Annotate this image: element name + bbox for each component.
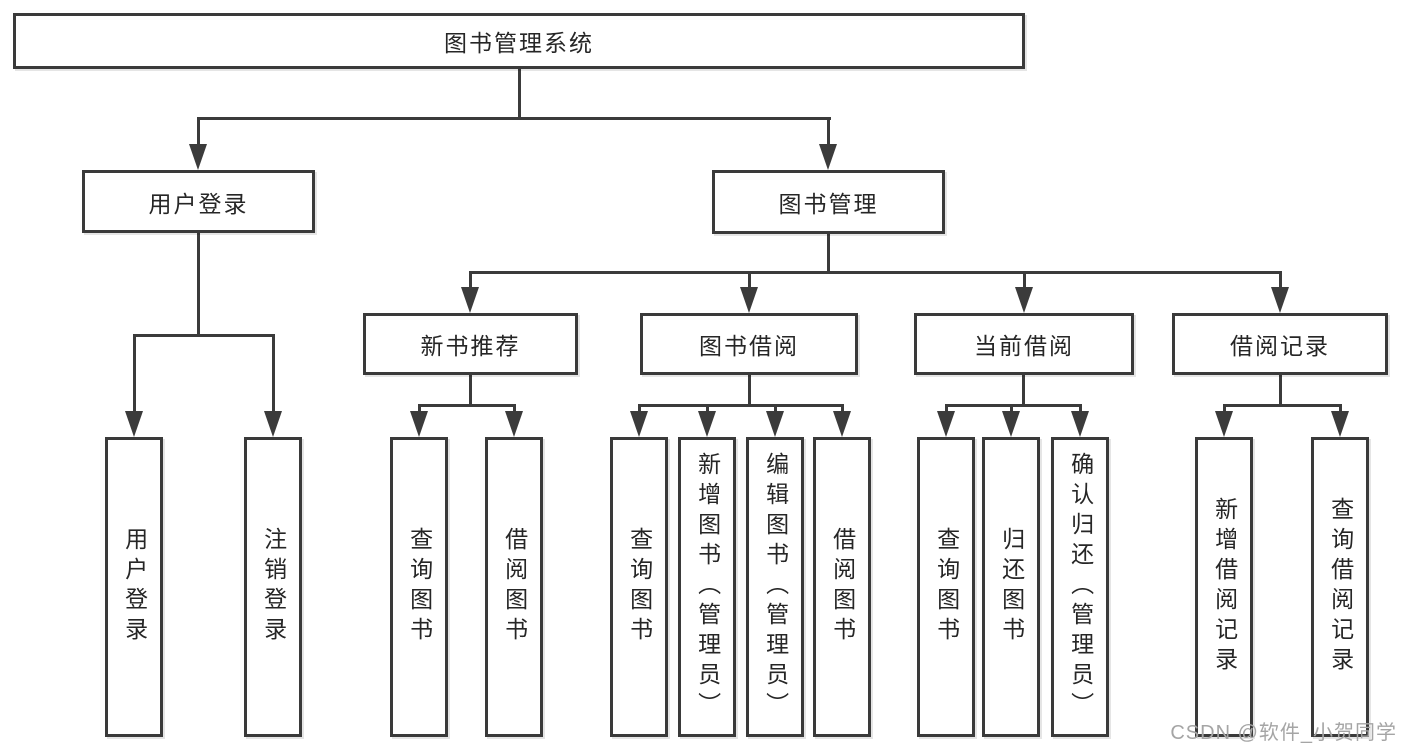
leaf-borrow-book-a: 借阅图书 [485,437,543,737]
connector-line [133,334,275,337]
leaf-user-login: 用户登录 [105,437,163,737]
connector-line [469,271,472,291]
leaf-borrow-book-b: 借阅图书 [813,437,871,737]
connector-line [272,334,275,414]
leaf-label: 查询图书 [933,527,960,647]
arrow-down-icon [833,411,851,437]
connector-line [1279,271,1282,291]
connector-line [418,404,516,407]
connector-line [748,375,751,407]
leaf-query-borrow-record: 查询借阅记录 [1311,437,1369,737]
leaf-query-book-c: 查询图书 [917,437,975,737]
connector-line [1339,404,1342,414]
node-current-borrow: 当前借阅 [914,313,1134,375]
arrow-down-icon [630,411,648,437]
arrow-down-icon [937,411,955,437]
arrow-down-icon [264,411,282,437]
connector-line [1279,375,1282,407]
connector-line [774,404,777,414]
arrow-down-icon [1002,411,1020,437]
node-book-borrow: 图书借阅 [640,313,858,375]
leaf-label: 编辑图书（管理员） [762,452,789,722]
arrow-down-icon [1215,411,1233,437]
connector-line [841,404,844,414]
arrow-down-icon [766,411,784,437]
connector-line [706,404,709,414]
arrow-down-icon [1331,411,1349,437]
connector-line [1022,375,1025,407]
node-book-management: 图书管理 [712,170,945,234]
connector-line [513,404,516,414]
arrow-down-icon [505,411,523,437]
leaf-label: 查询借阅记录 [1327,497,1354,677]
connector-line [638,404,641,414]
connector-line [1023,271,1026,291]
connector-line [518,69,521,118]
arrow-down-icon [189,144,207,170]
leaf-add-book-admin: 新增图书（管理员） [678,437,736,737]
leaf-label: 用户登录 [121,527,148,647]
connector-line [197,233,200,335]
connector-line [945,404,948,414]
arrow-down-icon [1071,411,1089,437]
leaf-confirm-return-admin: 确认归还（管理员） [1051,437,1109,737]
leaf-edit-book-admin: 编辑图书（管理员） [746,437,804,737]
connector-line [1223,404,1342,407]
leaf-logout: 注销登录 [244,437,302,737]
connector-line [418,404,421,414]
leaf-label: 查询图书 [406,527,433,647]
connector-line [469,375,472,407]
arrow-down-icon [125,411,143,437]
leaf-label: 归还图书 [998,527,1025,647]
connector-line [748,271,751,291]
node-user-login: 用户登录 [82,170,315,233]
node-new-book-recommend: 新书推荐 [363,313,578,375]
arrow-down-icon [461,287,479,313]
connector-line [638,404,844,407]
connector-line [1079,404,1082,414]
arrow-down-icon [1271,287,1289,313]
leaf-label: 查询图书 [626,527,653,647]
arrow-down-icon [740,287,758,313]
connector-line [827,234,830,273]
arrow-down-icon [698,411,716,437]
connector-line [945,404,1082,407]
leaf-return-book: 归还图书 [982,437,1040,737]
connector-line [827,117,830,147]
leaf-add-borrow-record: 新增借阅记录 [1195,437,1253,737]
arrow-down-icon [410,411,428,437]
leaf-query-book-b: 查询图书 [610,437,668,737]
csdn-watermark: CSDN @软件_小贺同学 [1170,722,1397,744]
leaf-label: 注销登录 [260,527,287,647]
connector-line [133,334,136,414]
leaf-label: 借阅图书 [501,527,528,647]
leaf-label: 借阅图书 [829,527,856,647]
node-borrow-records: 借阅记录 [1172,313,1388,375]
arrow-down-icon [1015,287,1033,313]
connector-line [1010,404,1013,414]
leaf-query-book-a: 查询图书 [390,437,448,737]
node-root: 图书管理系统 [13,13,1025,69]
connector-line [1223,404,1226,414]
leaf-label: 新增图书（管理员） [694,452,721,722]
leaf-label: 新增借阅记录 [1211,497,1238,677]
connector-line [469,271,1281,274]
connector-line [197,117,831,120]
leaf-label: 确认归还（管理员） [1067,452,1094,722]
arrow-down-icon [819,144,837,170]
connector-line [197,117,200,147]
